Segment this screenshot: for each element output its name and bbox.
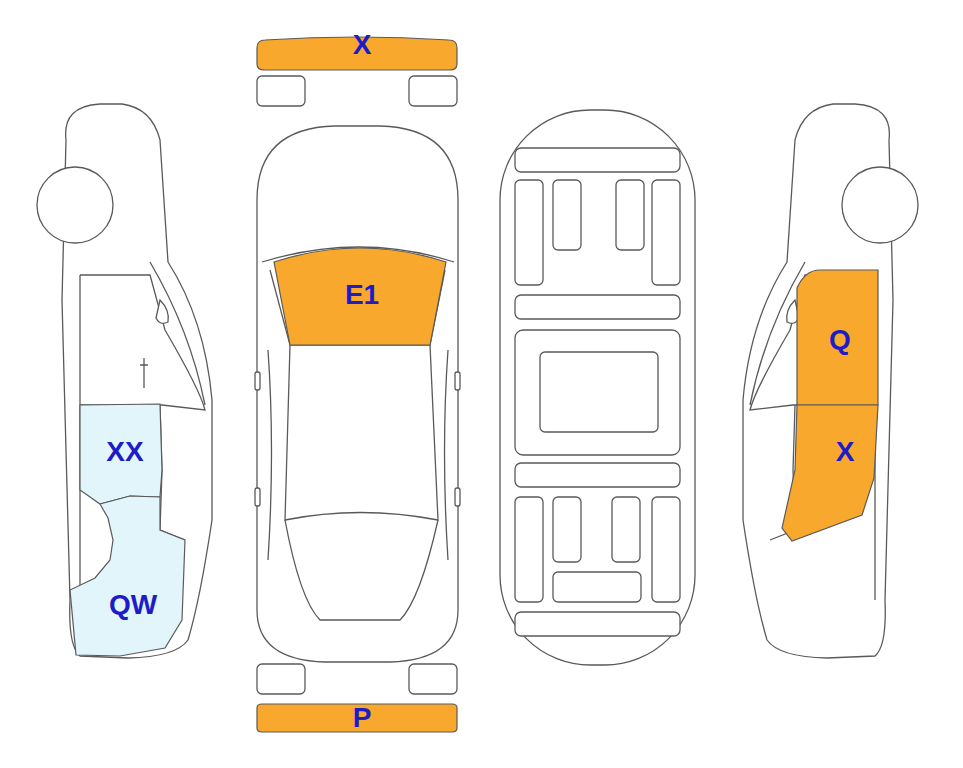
panel-code: QW [109,591,157,619]
panel-outline [80,404,162,504]
panel-code: X [836,438,855,466]
panel-outline [70,496,185,656]
damage-panel: X [256,36,458,72]
underside-view [500,110,695,665]
damage-panel: E1 [272,240,446,346]
panel-outline [257,704,457,732]
damage-panel: QW [68,492,188,658]
panel-outline [274,248,446,345]
panel-code: Q [829,326,851,354]
left-side-view [37,104,212,658]
damage-panel: X [780,403,880,543]
right-side-view [743,104,918,658]
panel-shape [68,492,188,658]
panel-outline [797,270,878,405]
panel-code: P [353,704,372,732]
damage-panel: P [256,702,458,734]
panel-code: X [353,31,372,59]
panel-outline [782,405,878,541]
panel-shape [780,403,880,543]
top-view [255,76,460,694]
panel-code: XX [106,438,143,466]
panel-code: E1 [345,281,379,309]
damage-panel: XX [78,402,164,508]
damage-panel: Q [794,268,880,406]
